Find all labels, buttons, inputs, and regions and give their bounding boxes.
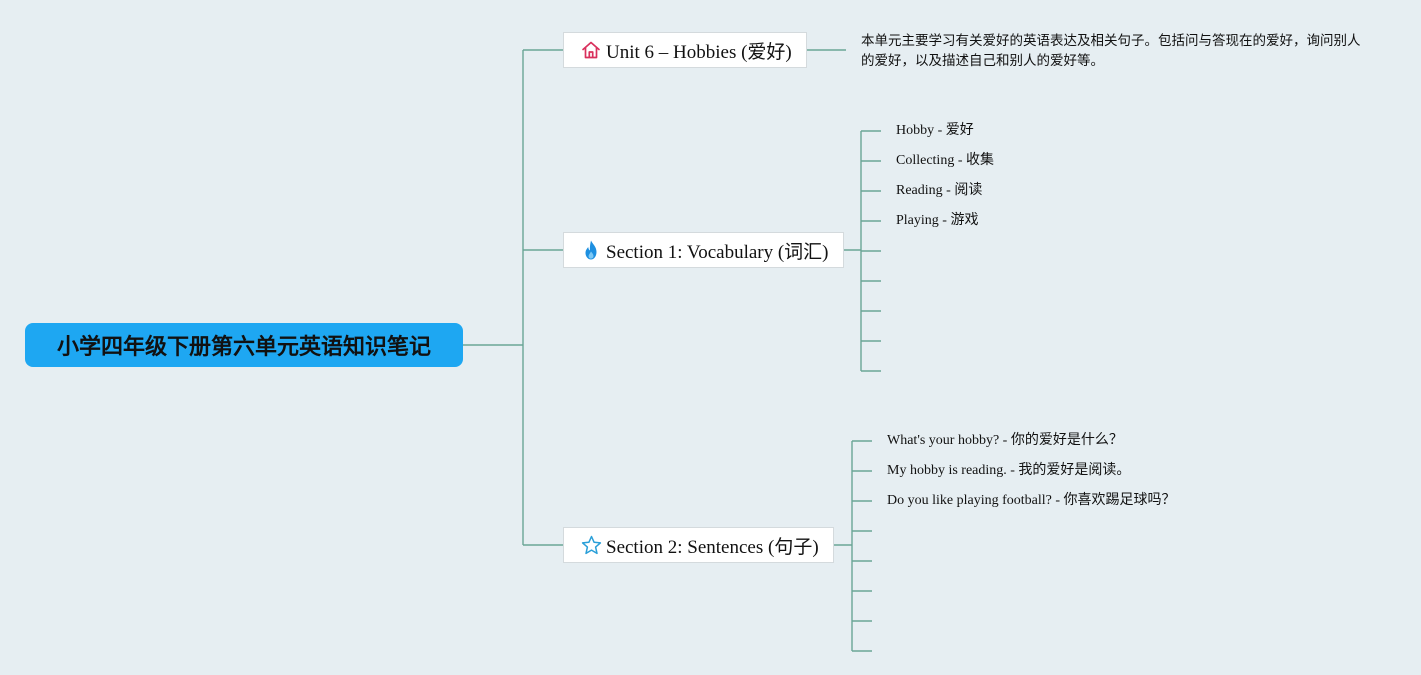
leaf-item[interactable]: [887, 610, 897, 632]
star-icon: [580, 534, 602, 556]
leaf-item[interactable]: [896, 240, 906, 262]
root-topic[interactable]: 小学四年级下册第六单元英语知识笔记: [25, 323, 463, 367]
root-title: 小学四年级下册第六单元英语知识笔记: [56, 335, 431, 360]
leaf-item[interactable]: Collecting - 收集: [896, 153, 994, 168]
topic-label: Section 2: Sentences (句子): [606, 536, 819, 558]
leaf-item[interactable]: [896, 300, 906, 322]
topic-section-1-vocabulary[interactable]: Section 1: Vocabulary (词汇): [563, 232, 844, 268]
fire-icon: [580, 239, 602, 261]
home-icon: [580, 39, 602, 61]
leaf-item[interactable]: What's your hobby? - 你的爱好是什么？: [887, 433, 1123, 448]
leaf-item[interactable]: Do you like playing football? - 你喜欢踢足球吗？: [887, 493, 1176, 508]
leaf-item[interactable]: Playing - 游戏: [896, 213, 979, 228]
leaf-item[interactable]: [896, 360, 906, 382]
topic-unit-6-hobbies[interactable]: Unit 6 – Hobbies (爱好): [563, 32, 807, 68]
leaf-item[interactable]: [887, 580, 897, 602]
topic-label: Section 1: Vocabulary (词汇): [606, 241, 829, 263]
topic-label: Unit 6 – Hobbies (爱好): [606, 41, 792, 63]
leaf-item[interactable]: [887, 520, 897, 542]
leaf-item[interactable]: [887, 640, 897, 662]
topic-section-2-sentences[interactable]: Section 2: Sentences (句子): [563, 527, 834, 563]
leaf-item[interactable]: [896, 270, 906, 292]
leaf-item[interactable]: My hobby is reading. - 我的爱好是阅读。: [887, 463, 1131, 478]
leaf-item[interactable]: [887, 550, 897, 572]
leaf-item[interactable]: Reading - 阅读: [896, 183, 983, 198]
unit-description: 本单元主要学习有关爱好的英语表达及相关句子。包括问与答现在的爱好，询问别人的爱好…: [861, 33, 1361, 69]
leaf-item[interactable]: Hobby - 爱好: [896, 123, 974, 138]
leaf-item[interactable]: [896, 330, 906, 352]
